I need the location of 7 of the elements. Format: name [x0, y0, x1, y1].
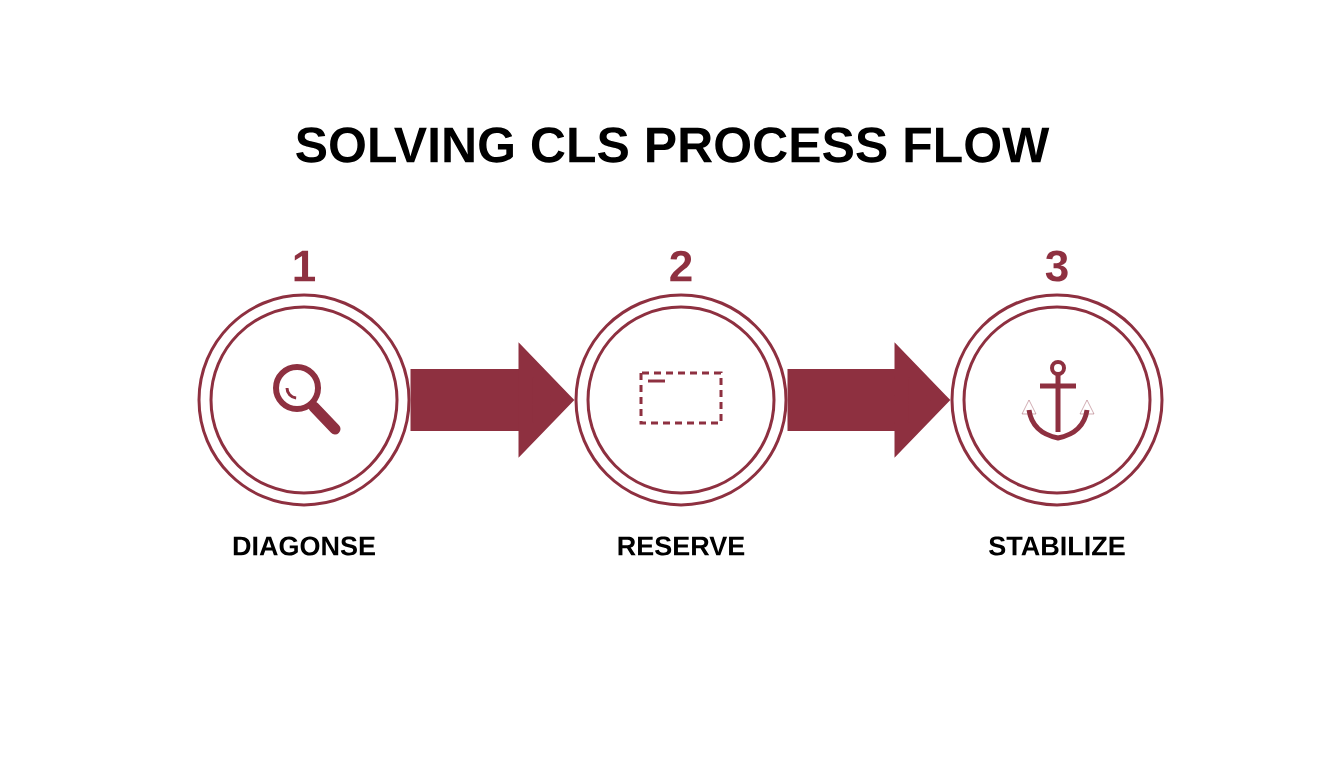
- step-number: 2: [670, 250, 692, 282]
- step-number: 3: [1045, 250, 1068, 282]
- step-label: RESERVE: [618, 536, 745, 556]
- title: SOLVING CLS PROCESS FLOW: [296, 127, 1050, 163]
- step-number: 1: [294, 250, 315, 282]
- step-label: STABILIZE: [989, 536, 1125, 556]
- step-label: DIAGONSE: [233, 536, 375, 556]
